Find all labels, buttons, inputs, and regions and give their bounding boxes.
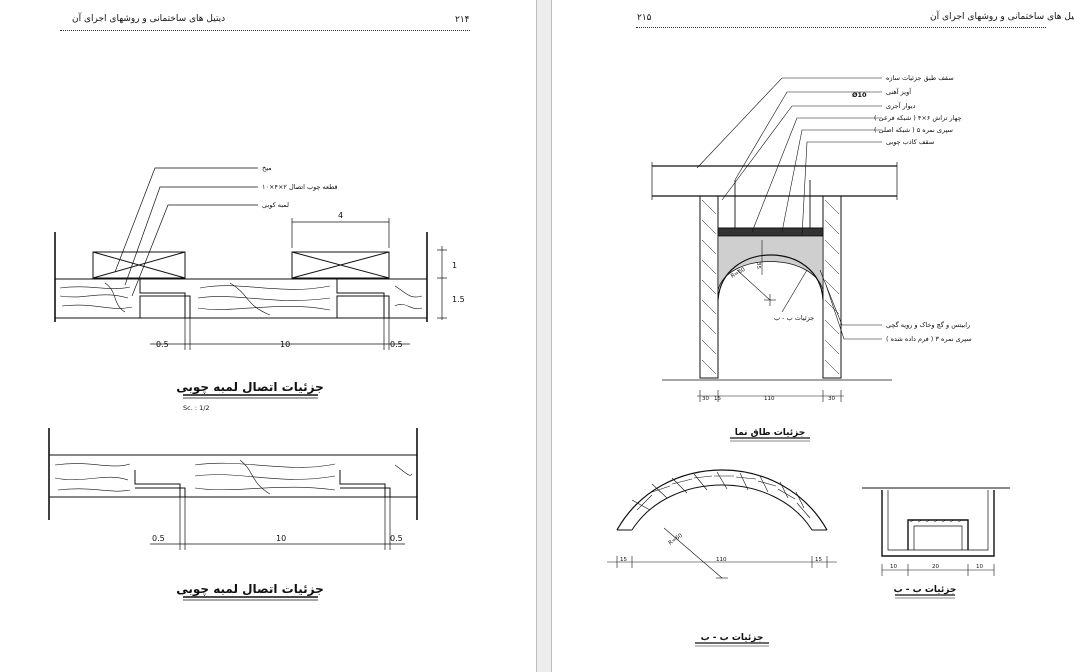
page-number: ۲۱۴ [455, 15, 470, 25]
dim-bottom-right: 0.5 [390, 340, 403, 349]
page-left: دیتیل های ساختمانی و روشهای اجرای آن ۲۱۴ [0, 0, 536, 672]
header-rule [60, 30, 470, 31]
page-number: ۲۱۵ [637, 13, 652, 23]
running-header: دیتیل های ساختمانی و روشهای اجرای آن [72, 14, 226, 24]
figure1-scale: Sc. : 1/2 [183, 404, 210, 412]
arch-detail-figure [607, 469, 837, 579]
page-gutter [536, 0, 552, 672]
label-paneling: لمبه کوبی [262, 201, 289, 209]
label-main-grid: سپری نمره ۵ ( شبکه اصلی ) [874, 126, 953, 134]
dim-bottom-left-2: 0.5 [152, 534, 165, 543]
figure2-title: جزئیات اتصال لمبه چوبی [176, 582, 324, 597]
header-rule [636, 27, 1046, 28]
section-detail-figure [862, 487, 1010, 576]
dim-bottom-left: 0.5 [156, 340, 169, 349]
label-nail: میخ [262, 164, 272, 172]
label-slab: سقف طبق جزئیات سازه [886, 74, 954, 82]
page-right: دیتیل های ساختمانی و روشهای اجرای آن ۲۱۵ [552, 0, 1074, 672]
figure1-title: جزئیات طاق نما [735, 428, 806, 438]
label-false-ceiling: سقف کاذب چوبی [886, 138, 934, 146]
drawing-left: میخ قطعه چوب اتصال ۲×۴×۱۰ لمبه کوبی 4 1 … [48, 164, 465, 601]
figure1-title: جزئیات اتصال لمبه چوبی [176, 380, 324, 395]
inner-section-label: جزئیات ب - ب [774, 314, 814, 322]
section-dim-a: 10 [890, 564, 897, 570]
label-rebar: Ø10 [852, 91, 867, 99]
label-hanger: آویز آهنی [886, 87, 912, 96]
label-connector: قطعه چوب اتصال ۲×۴×۱۰ [262, 183, 338, 191]
figure3-title: جزئیات ب - ب [894, 585, 957, 595]
dim-bottom-mid: 10 [280, 340, 290, 349]
arch-detail-radius: R=60 [668, 533, 684, 547]
label-profile: سپری نمره ۳ ( فرم داده شده ) [886, 335, 972, 343]
dim-bottom-right-2: 0.5 [390, 534, 403, 543]
dim-right-a: 1 [452, 261, 457, 270]
section-dim-c: 10 [976, 564, 983, 570]
dim-right-b: 1.5 [452, 295, 465, 304]
figure2-title: جزئیات ب - ب [701, 633, 764, 643]
dim-left2: 15 [714, 396, 721, 402]
wood-joint-figure-2 [48, 428, 418, 550]
dim-bottom-mid-2: 10 [276, 534, 286, 543]
dim-vertical: 35 [755, 262, 761, 269]
arch-dim-right: 15 [815, 557, 822, 563]
label-brick-wall: دیوار آجری [886, 101, 916, 110]
label-secondary-grid: چهار تراش ۶×۴ ( شبکه فرعی ) [874, 114, 962, 122]
dim-mid: 110 [764, 396, 775, 402]
dim-top: 4 [338, 211, 343, 220]
dim-left: 30 [702, 396, 709, 402]
dim-right: 30 [828, 396, 835, 402]
arch-dim-left: 15 [620, 557, 627, 563]
drawing-right: سقف طبق جزئیات سازه آویز آهنی Ø10 دیوار … [607, 74, 1010, 647]
wood-joint-figure-1 [54, 167, 447, 350]
running-header: دیتیل های ساختمانی و روشهای اجرای آن [930, 12, 1074, 22]
arch-dim-mid: 110 [716, 557, 727, 563]
section-dim-b: 20 [932, 564, 939, 570]
label-plaster: رابیتس و گچ وخاک و رویه گچی [886, 321, 970, 329]
arch-niche-figure [651, 77, 898, 402]
